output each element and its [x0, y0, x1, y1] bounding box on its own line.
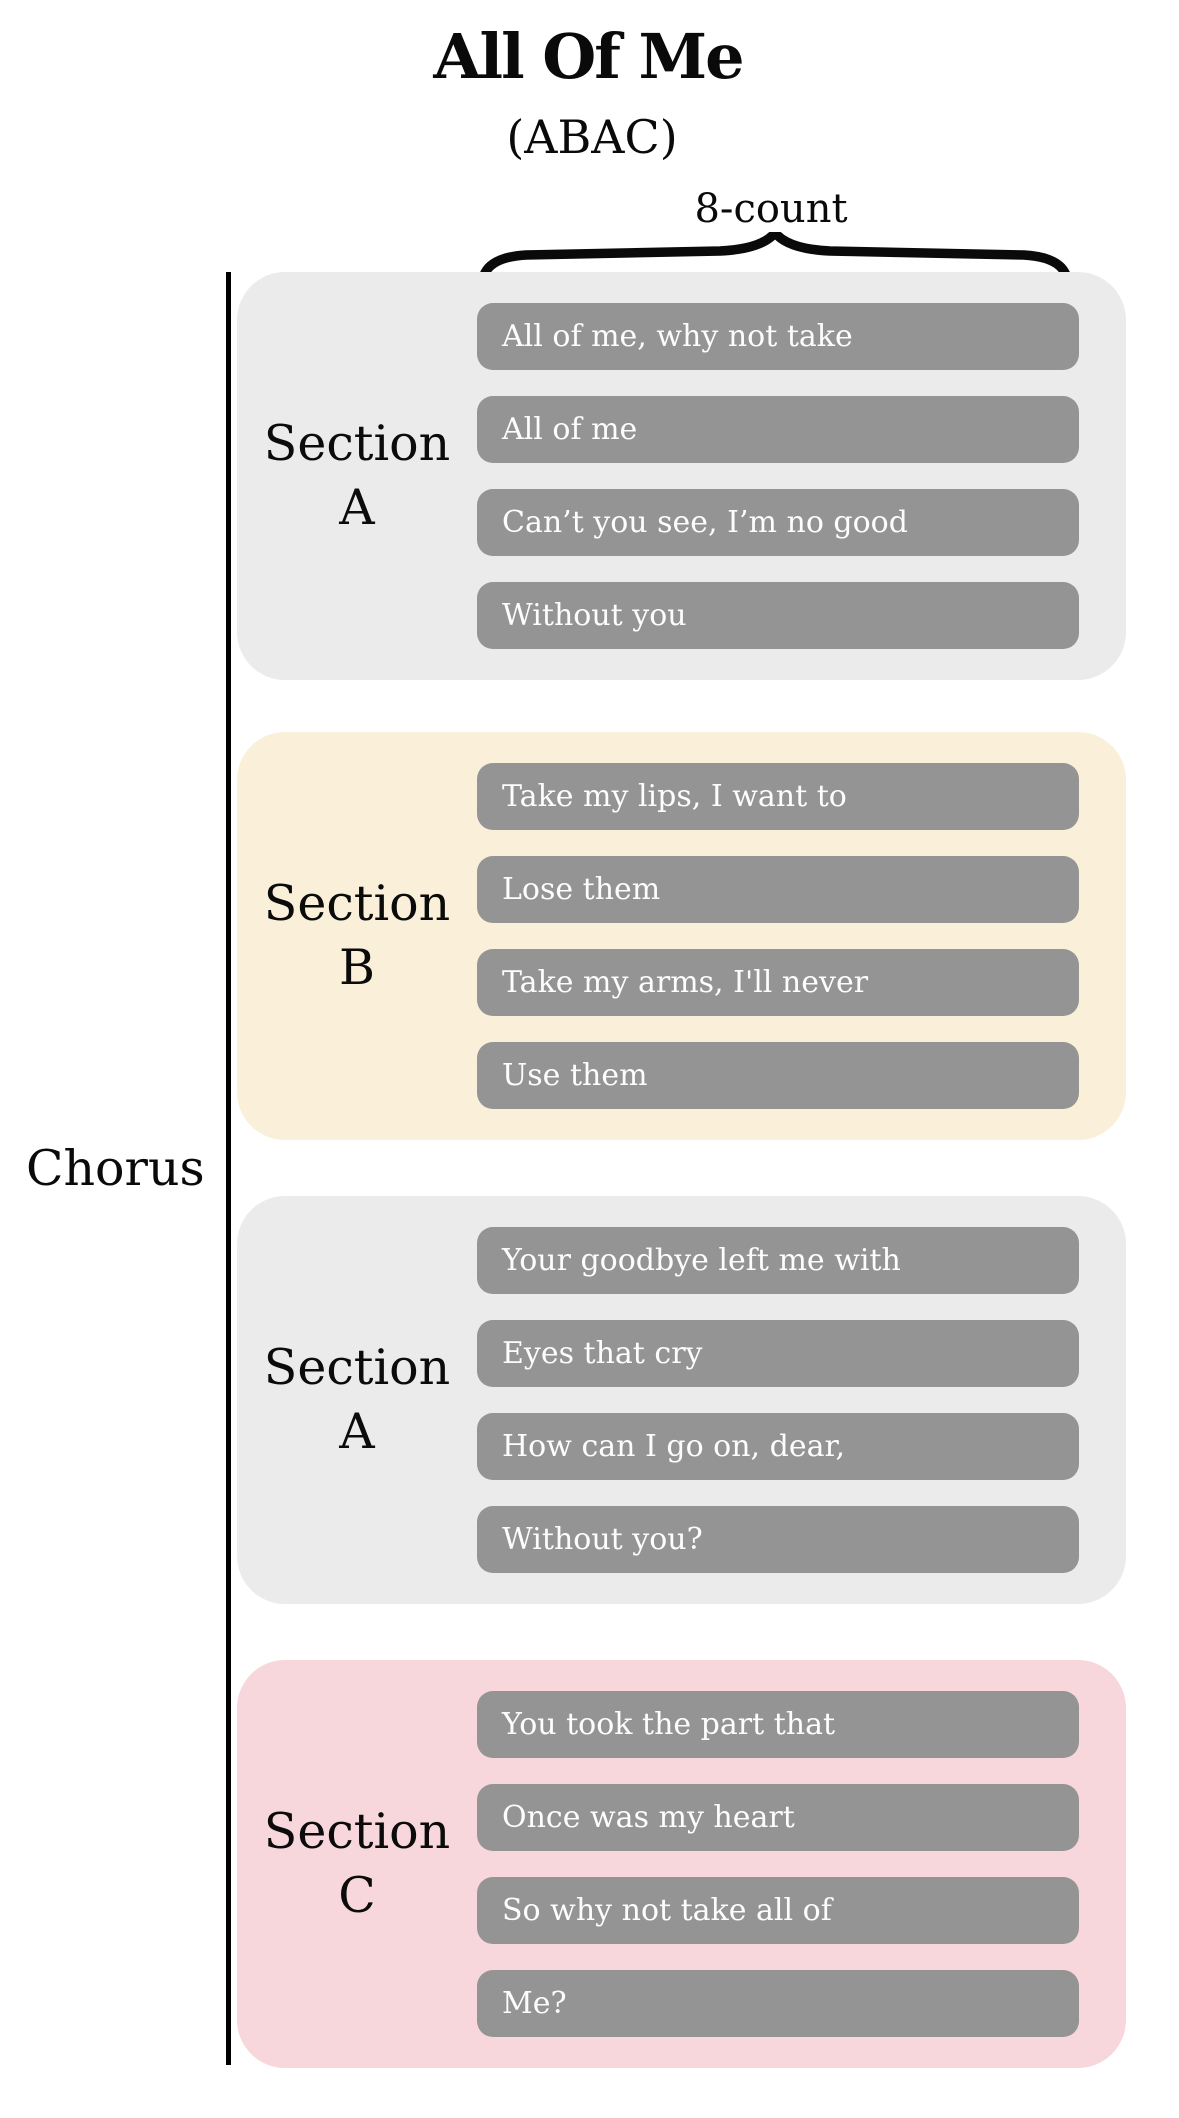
lyric-text: You took the part that — [502, 1707, 836, 1742]
lyric-bar: All of me, why not take — [477, 303, 1079, 370]
lyric-text: Eyes that cry — [502, 1336, 703, 1371]
eight-count-label: 8-count — [694, 186, 848, 232]
lyric-bar: Can’t you see, I’m no good — [477, 489, 1079, 556]
lyric-text: All of me — [502, 412, 638, 447]
lyric-bar: Once was my heart — [477, 1784, 1079, 1851]
lyric-bar: Take my arms, I'll never — [477, 949, 1079, 1016]
section-letter: A — [339, 479, 375, 536]
section-word: Section — [263, 1339, 451, 1397]
lyric-text: So why not take all of — [502, 1893, 832, 1928]
lyric-text: Take my arms, I'll never — [502, 965, 869, 1000]
lyric-bar: Without you? — [477, 1506, 1079, 1573]
lyric-bar: So why not take all of — [477, 1877, 1079, 1944]
section-word: Section — [263, 875, 451, 933]
section-block: Section B Take my lips, I want to Lose th… — [237, 732, 1126, 1140]
section-word: Section — [263, 415, 451, 473]
section-letter: B — [338, 939, 375, 996]
lyric-text: Can’t you see, I’m no good — [502, 505, 908, 540]
lyric-text: Take my lips, I want to — [502, 779, 847, 814]
lyric-bar: Me? — [477, 1970, 1079, 2037]
section-label: Section A — [237, 1196, 477, 1604]
section-letter: C — [338, 1867, 376, 1924]
lyric-text: All of me, why not take — [502, 319, 853, 354]
lyric-bar: Use them — [477, 1042, 1079, 1109]
lyric-bar: How can I go on, dear, — [477, 1413, 1079, 1480]
lyric-text: Without you? — [502, 1522, 703, 1557]
chorus-bracket-line — [226, 272, 231, 2065]
lyric-text: Me? — [502, 1986, 567, 2021]
lyric-text: Use them — [502, 1058, 648, 1093]
section-label: Section B — [237, 732, 477, 1140]
lyric-bar: Lose them — [477, 856, 1079, 923]
form-subtitle: (ABAC) — [506, 110, 678, 164]
lyric-bar: You took the part that — [477, 1691, 1079, 1758]
lyric-text: Lose them — [502, 872, 661, 907]
lyric-bar: All of me — [477, 396, 1079, 463]
section-label: Section C — [237, 1660, 477, 2068]
lyric-bar: Without you — [477, 582, 1079, 649]
page-title: All Of Me — [433, 20, 744, 93]
lyric-bar: Eyes that cry — [477, 1320, 1079, 1387]
lyric-text: Once was my heart — [502, 1800, 795, 1835]
section-word: Section — [263, 1803, 451, 1861]
lyric-bar: Take my lips, I want to — [477, 763, 1079, 830]
lyric-text: How can I go on, dear, — [502, 1429, 846, 1464]
lyric-text: Without you — [502, 598, 687, 633]
lyric-text: Your goodbye left me with — [502, 1243, 901, 1278]
chorus-label: Chorus — [26, 1140, 205, 1197]
section-letter: A — [339, 1403, 375, 1460]
lyric-bar: Your goodbye left me with — [477, 1227, 1079, 1294]
section-label: Section A — [237, 272, 477, 680]
